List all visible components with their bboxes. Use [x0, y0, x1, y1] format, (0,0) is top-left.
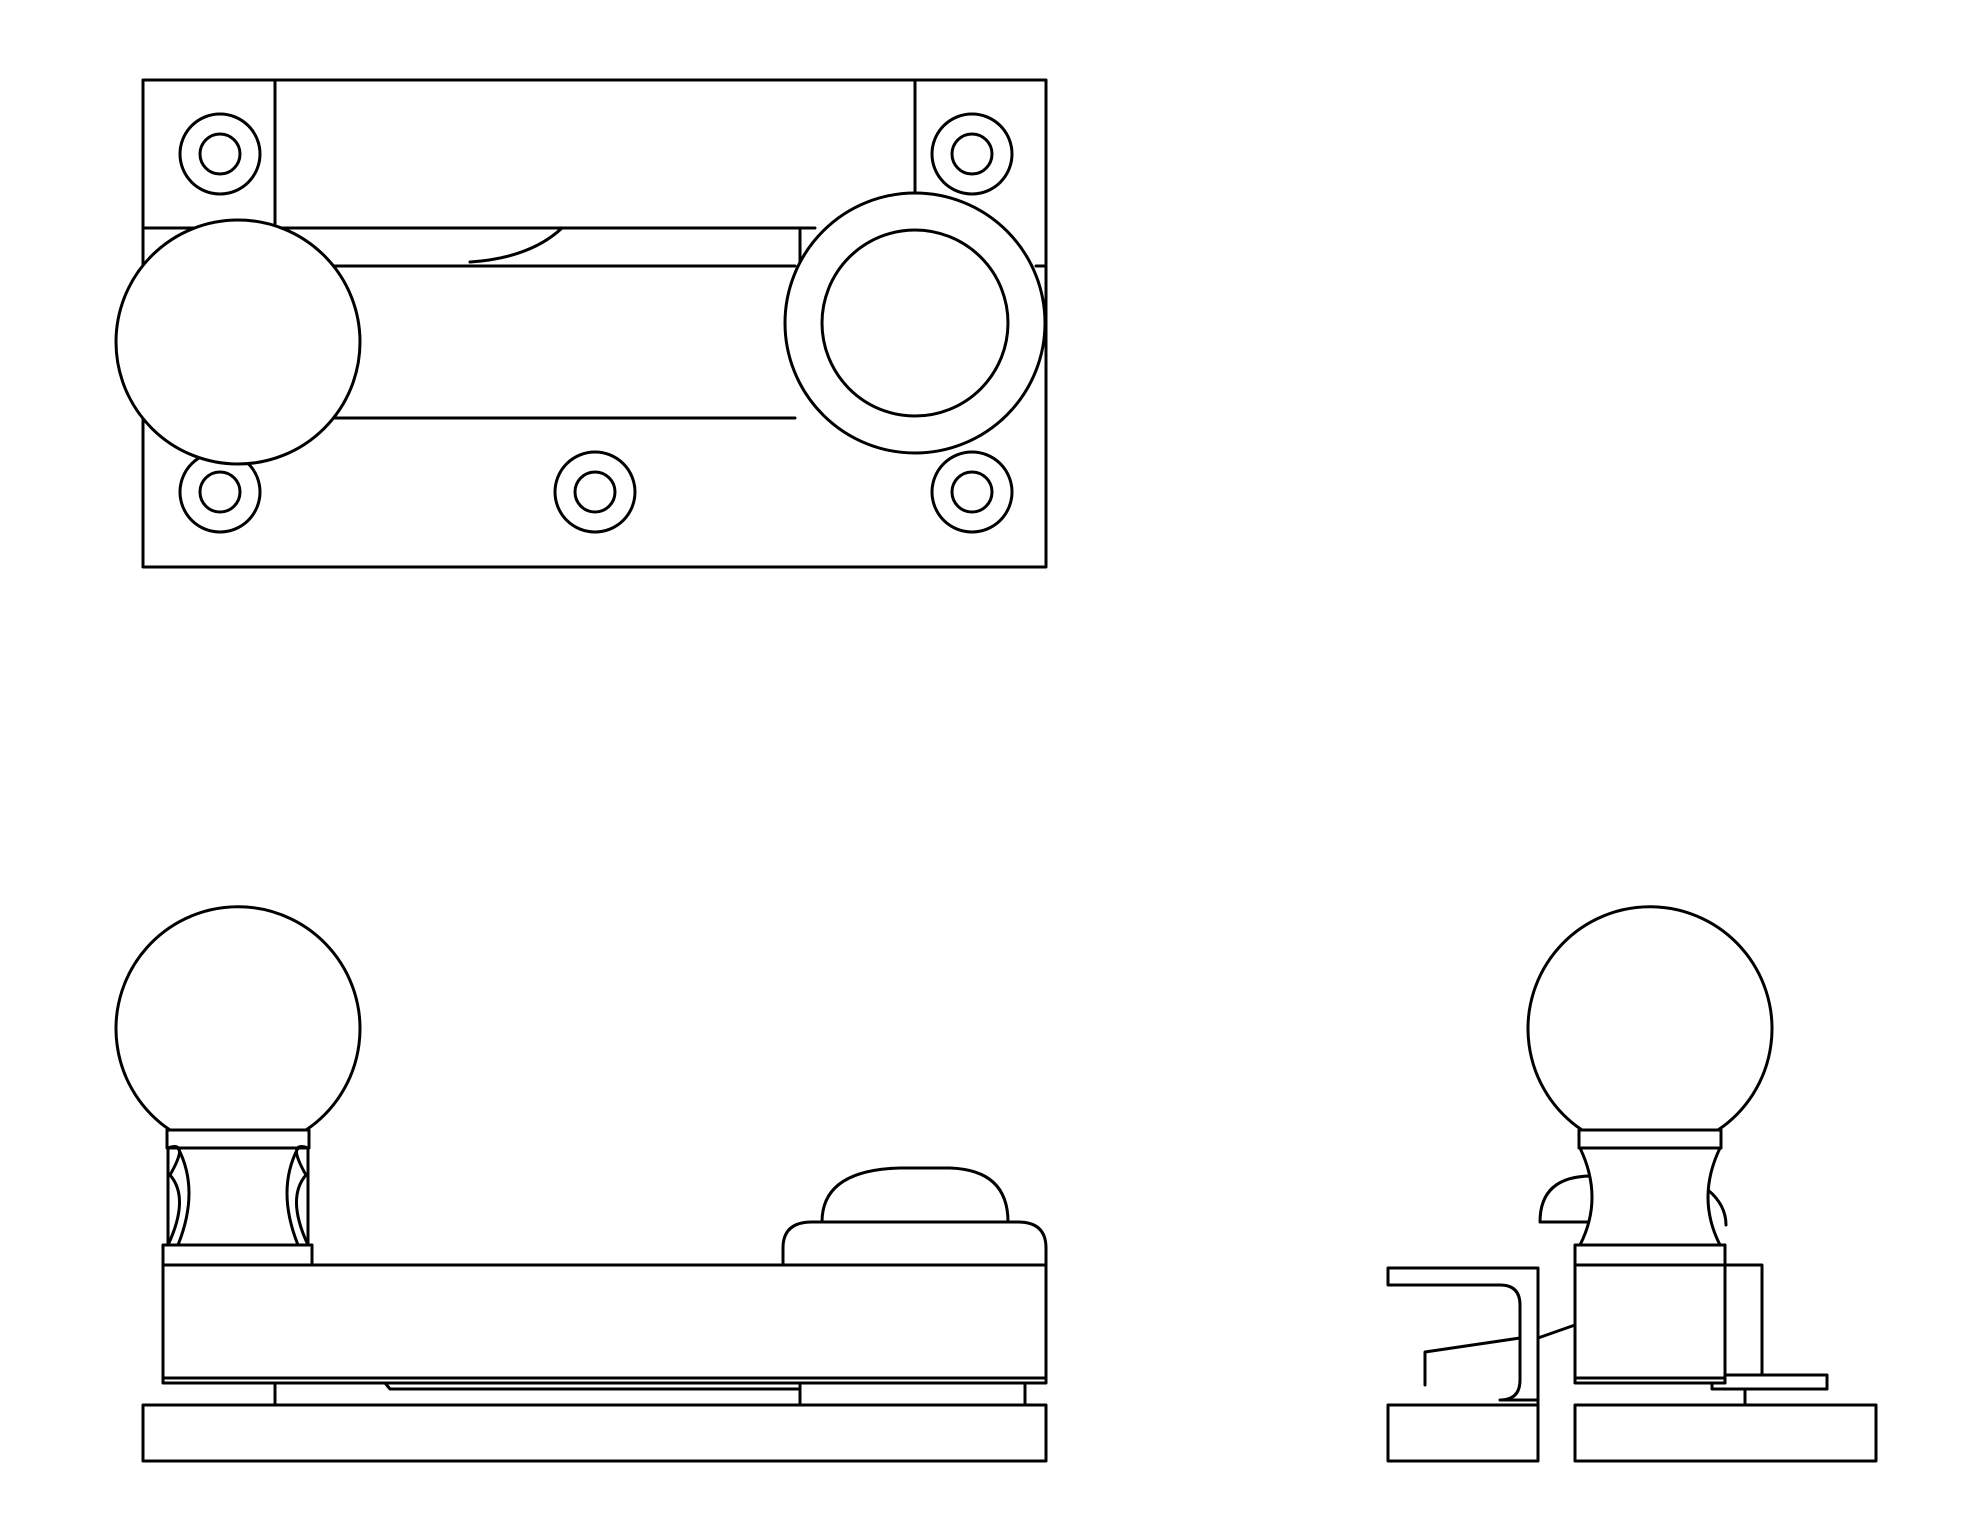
front-view	[114, 905, 1048, 1463]
top-keep-block	[798, 226, 1048, 422]
front-knob-neck-profile	[176, 1146, 300, 1247]
side-knob-ring	[1577, 1128, 1723, 1150]
side-arm-block	[1573, 1263, 1727, 1385]
front-arm	[161, 1263, 1048, 1385]
front-knob-ring	[165, 1128, 311, 1150]
side-knob-neck	[1578, 1146, 1722, 1247]
side-base-plate-right	[1573, 1403, 1878, 1463]
front-ball-knob	[114, 905, 362, 1132]
top-arm-curve	[468, 226, 564, 264]
top-ball-knob	[114, 218, 362, 466]
screw-top-left	[178, 112, 262, 196]
side-cam-right	[1706, 1188, 1728, 1227]
side-knob-collar	[1573, 1243, 1727, 1267]
top-ring-outer	[783, 191, 1047, 455]
top-ring-inner	[820, 228, 1010, 418]
side-cam-left	[1538, 1174, 1594, 1224]
side-view	[1386, 905, 1878, 1463]
screw-bottom-right	[930, 450, 1014, 534]
side-arm-tail	[1710, 1263, 1829, 1407]
front-keep-base	[781, 1220, 1048, 1267]
side-keep-bracket	[1386, 1266, 1540, 1407]
front-knob-collar	[161, 1243, 314, 1267]
front-spacer-right	[798, 1381, 1027, 1407]
screw-bottom-middle	[553, 450, 637, 534]
top-view	[114, 78, 1048, 569]
side-keep-latch	[1423, 1323, 1577, 1387]
side-ball-knob	[1526, 905, 1774, 1132]
screw-top-right	[930, 112, 1014, 196]
front-keep-dome	[820, 1166, 1010, 1224]
front-base-plate	[141, 1403, 1048, 1463]
top-arm-outline	[328, 264, 797, 420]
side-base-plate-left	[1386, 1403, 1540, 1463]
